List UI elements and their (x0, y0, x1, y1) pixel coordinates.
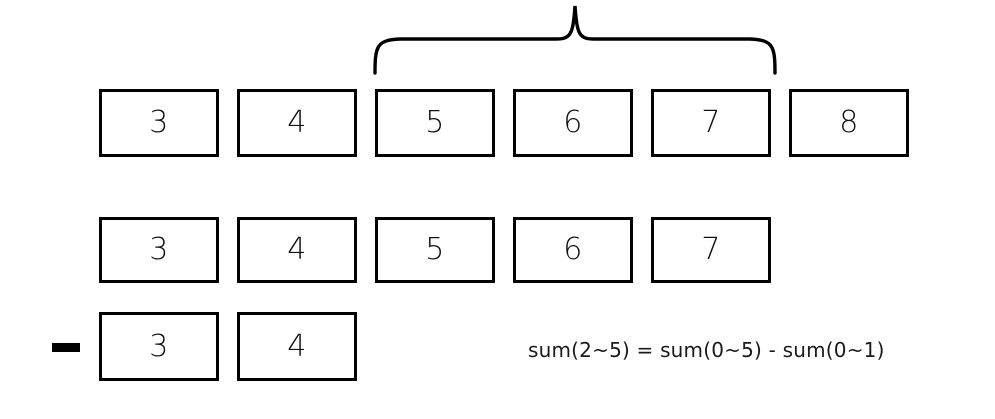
array-cell[interactable]: 6 (513, 89, 633, 157)
array-cell[interactable]: 8 (789, 89, 909, 157)
cell-value: 7 (701, 105, 721, 140)
cell-value: 7 (701, 232, 721, 267)
formula-caption: sum(2~5) = sum(0~5) - sum(0~1) (528, 338, 885, 362)
array-cell[interactable]: 4 (237, 89, 357, 157)
array-cell[interactable]: 3 (99, 89, 219, 157)
cell-value: 4 (287, 105, 307, 140)
array-cell[interactable]: 7 (651, 89, 771, 157)
cell-value: 5 (425, 105, 445, 140)
cell-value: 3 (149, 105, 169, 140)
array-cell[interactable]: 3 (99, 312, 219, 381)
cell-value: 4 (287, 232, 307, 267)
array-cell[interactable]: 4 (237, 312, 357, 381)
cell-value: 5 (425, 232, 445, 267)
cell-value: 6 (563, 105, 583, 140)
range-brace (370, 2, 782, 82)
cell-value: 4 (287, 328, 307, 364)
array-cell[interactable]: 4 (237, 217, 357, 283)
cell-value: 3 (149, 232, 169, 267)
array-cell[interactable]: 5 (375, 89, 495, 157)
cell-value: 8 (839, 105, 859, 140)
array-cell[interactable]: 3 (99, 217, 219, 283)
array-cell[interactable]: 6 (513, 217, 633, 283)
minus-operator-icon (52, 343, 80, 352)
cell-value: 6 (563, 232, 583, 267)
cell-value: 3 (149, 328, 169, 364)
array-cell[interactable]: 7 (651, 217, 771, 283)
array-cell[interactable]: 5 (375, 217, 495, 283)
